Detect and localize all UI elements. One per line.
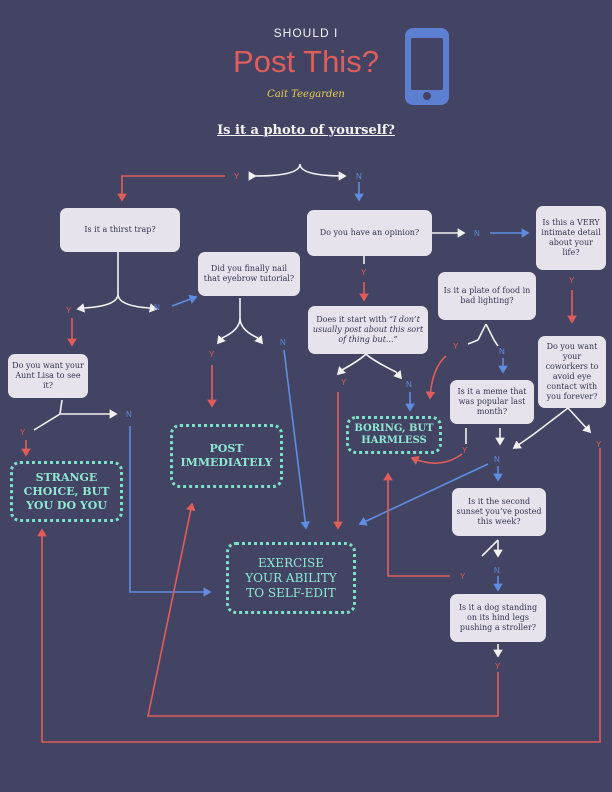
label-no: N <box>126 410 132 419</box>
label-no: N <box>474 229 480 238</box>
label-no: N <box>280 338 286 347</box>
start-question: Is it a photo of yourself? <box>217 123 395 138</box>
label-yes: Y <box>462 446 468 455</box>
question-dog: Is it a dog standing on its hind legs pu… <box>450 594 546 642</box>
fork-eyebrow <box>221 298 259 339</box>
arrow-aunt-no <box>129 426 212 597</box>
label-yes: Y <box>460 572 466 581</box>
arrow-thirst-no <box>171 294 198 307</box>
fork-dont-usually <box>341 353 397 373</box>
arrow-food-yes <box>425 355 447 400</box>
arrow-top-yes <box>117 175 225 202</box>
fork-aunt <box>33 399 116 431</box>
question-meme: Is it a meme that was popular last month… <box>450 380 534 424</box>
smartphone-screen <box>411 38 443 90</box>
question-coworkers: Do you want your coworkers to avoid eye … <box>538 336 606 408</box>
title-kicker: SHOULD I <box>273 26 339 40</box>
label-no: N <box>499 347 505 356</box>
arrow-meme-no-left <box>358 463 489 526</box>
label-yes: Y <box>20 428 26 437</box>
label-yes: Y <box>495 662 501 671</box>
question-sunset: Is it the second sunset you’ve posted th… <box>452 488 546 536</box>
question-eyebrow: Did you finally nail that eyebrow tutori… <box>198 252 300 296</box>
outcome-post-immediately: POST IMMEDIATELY <box>170 424 283 488</box>
question-aunt-lisa: Do you want your Aunt Lisa to see it? <box>8 354 88 398</box>
page-title: Post This? <box>233 44 379 79</box>
question-thirst-trap: Is it a thirst trap? <box>60 208 180 252</box>
fork-top <box>248 163 347 181</box>
outcome-boring-harmless: BORING, BUT HARMLESS <box>346 416 442 454</box>
outcome-self-edit: EXERCISE YOUR ABILITY TO SELF-EDIT <box>226 542 356 614</box>
label-no: N <box>154 303 160 312</box>
arrow-meme-yes <box>410 453 463 465</box>
fork-food <box>467 323 499 347</box>
label-yes: Y <box>66 306 72 315</box>
label-yes: Y <box>209 350 215 359</box>
label-no: N <box>494 455 500 464</box>
arrow-coworkers-yes <box>37 448 601 743</box>
fork-coworkers <box>533 407 590 434</box>
arrow-sunset-yes <box>383 472 450 577</box>
fork-meme <box>465 428 500 444</box>
arrow-dog-yes <box>147 502 499 717</box>
label-no: N <box>356 172 362 181</box>
label-yes: Y <box>569 276 575 285</box>
fork-thirst <box>83 252 151 309</box>
label-no: N <box>406 380 412 389</box>
question-dont-usually: Does it start with “I don’t usually post… <box>308 306 428 354</box>
label-yes: Y <box>361 268 367 277</box>
smartphone-home-button <box>423 92 431 100</box>
label-yes: Y <box>596 440 602 449</box>
dont-usually-quote: “I don’t usually post about this sort of… <box>312 315 424 344</box>
label-yes: Y <box>453 342 459 351</box>
label-yes: Y <box>234 172 240 181</box>
question-food: Is it a plate of food in bad lighting? <box>438 272 536 320</box>
question-opinion: Do you have an opinion? <box>307 210 432 256</box>
label-no: N <box>494 566 500 575</box>
fork-sunset <box>481 539 498 556</box>
arrow-eyebrow-no <box>283 349 310 530</box>
label-yes: Y <box>341 378 347 387</box>
dont-usually-prefix: Does it start with <box>316 315 387 324</box>
outcome-strange-choice: STRANGE CHOICE, BUT YOU DO YOU <box>10 461 123 522</box>
author-credit: Cait Teegarden <box>267 89 345 100</box>
question-intimate: Is this a VERY intimate detail about you… <box>536 206 606 270</box>
